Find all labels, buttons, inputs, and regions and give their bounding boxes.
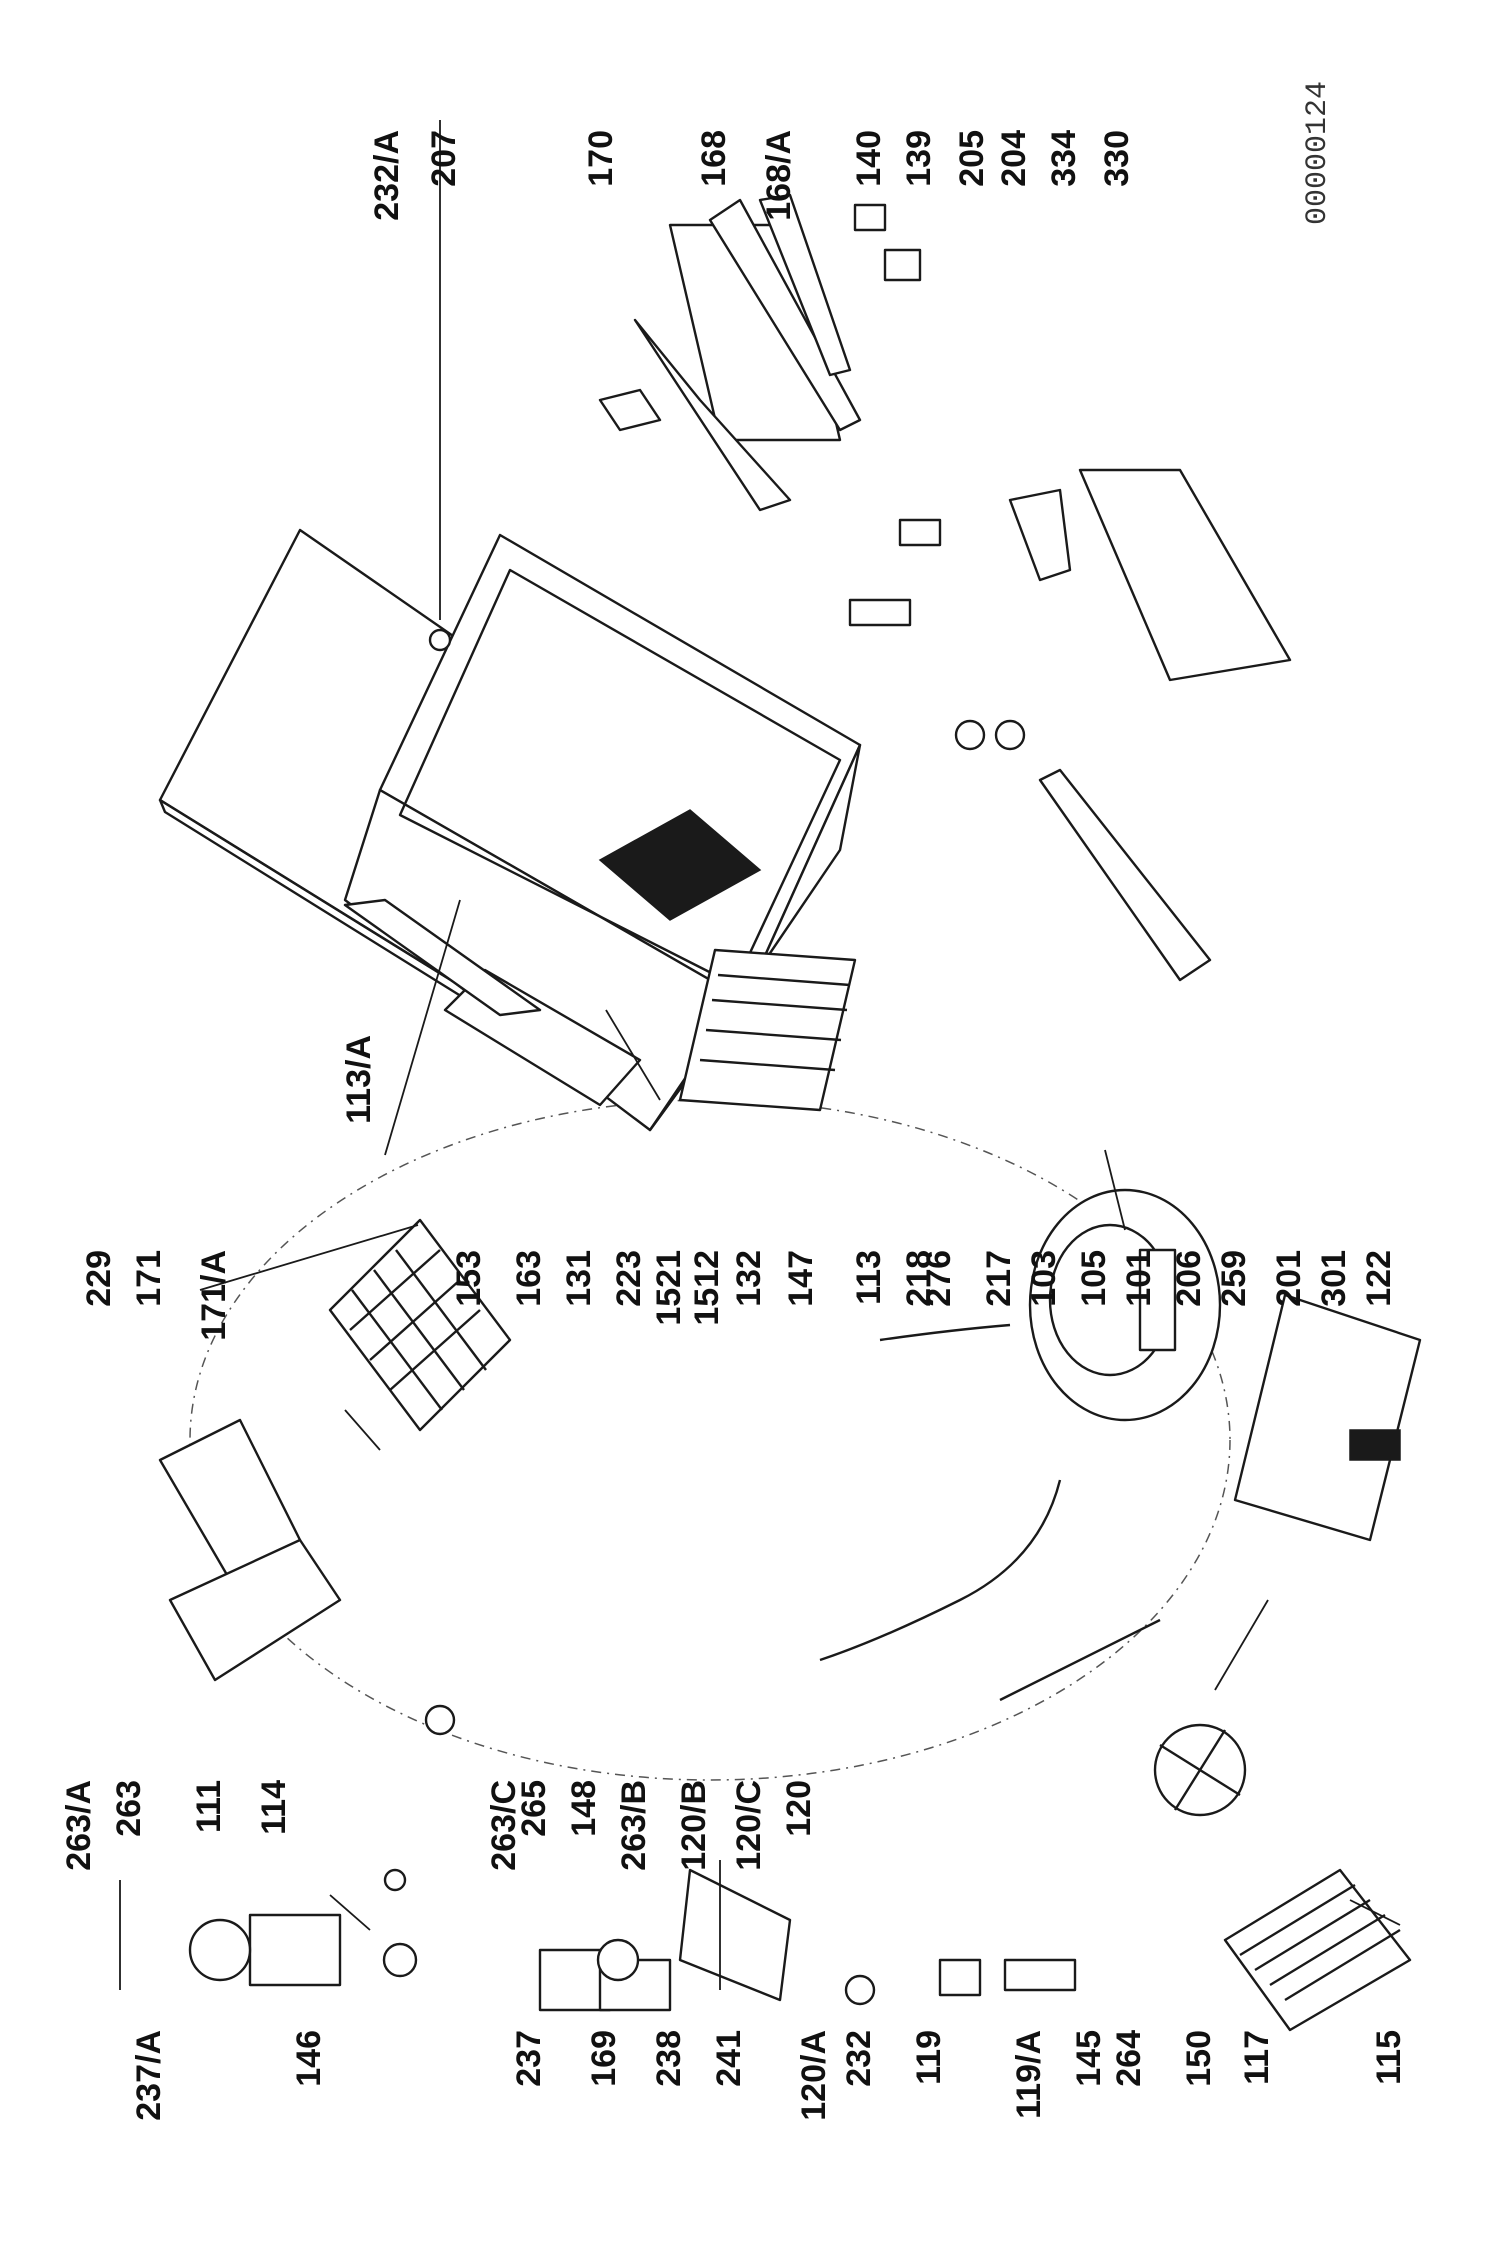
callout-117: 117 [1238, 2030, 1276, 2085]
callout-115: 115 [1370, 2030, 1408, 2085]
callout-163: 163 [510, 1250, 548, 1307]
callout-120-a: 120/A [795, 2030, 833, 2121]
callout-259: 259 [1215, 1250, 1253, 1307]
ice-grid-tray [328, 1218, 512, 1432]
callout-263: 263 [110, 1780, 148, 1837]
callout-263-c: 263/C [485, 1780, 523, 1871]
water-tube [819, 1479, 1062, 1662]
fan [1153, 1723, 1247, 1817]
callout-114: 114 [255, 1780, 293, 1835]
callout-263-b: 263/B [615, 1780, 653, 1871]
callout-265: 265 [515, 1780, 553, 1837]
callout-120: 120 [780, 1780, 818, 1837]
leader-lines [119, 120, 1401, 1990]
callout-205: 205 [953, 130, 991, 187]
callout-223: 223 [610, 1250, 648, 1307]
callout-146: 146 [290, 2030, 328, 2087]
callout-120-c: 120/C [730, 1780, 768, 1871]
callout-1512: 1512 [688, 1250, 726, 1326]
callout-139: 139 [900, 130, 938, 187]
callout-204: 204 [995, 130, 1033, 187]
front-grille [678, 948, 857, 1112]
callout-238: 238 [650, 2030, 688, 2087]
callout-334: 334 [1045, 130, 1083, 187]
callout-229: 229 [80, 1250, 118, 1307]
compressor [1028, 1188, 1222, 1422]
callout-147: 147 [782, 1250, 820, 1307]
callout-201: 201 [1270, 1250, 1308, 1307]
callout-330: 330 [1098, 130, 1136, 187]
callout-145: 145 [1070, 2030, 1108, 2087]
callout-140: 140 [850, 130, 888, 187]
callout-218: 218 [900, 1250, 938, 1307]
drive-assembly [188, 1868, 1077, 2012]
callout-1521: 1521 [650, 1250, 688, 1326]
callout-132: 132 [730, 1250, 768, 1307]
callout-206: 206 [1170, 1250, 1208, 1307]
callout-276: 276 [920, 1250, 958, 1307]
callout-101: 101 [1120, 1250, 1158, 1307]
callout-168: 168 [695, 130, 733, 187]
callout-103: 103 [1025, 1250, 1063, 1307]
callout-153: 153 [450, 1250, 488, 1307]
callout-217: 217 [980, 1250, 1018, 1307]
callout-232: 232 [840, 2030, 878, 2087]
callout-232-a: 232/A [368, 130, 406, 221]
callout-131: 131 [560, 1250, 598, 1307]
drain-tube [999, 1618, 1161, 1702]
evaporator-frame [168, 1538, 342, 1682]
callout-105: 105 [1075, 1250, 1113, 1307]
callout-113: 113 [850, 1250, 888, 1305]
callout-169: 169 [585, 2030, 623, 2087]
callout-207: 207 [425, 130, 463, 187]
cabinet-body [343, 533, 862, 1132]
callout-148: 148 [565, 1780, 603, 1837]
callout-119-a: 119/A [1010, 2030, 1048, 2119]
condenser-coil [1223, 1868, 1412, 2032]
callout-168-a: 168/A [760, 130, 798, 221]
callout-171: 171 [130, 1250, 168, 1307]
callout-171-a: 171/A [195, 1250, 233, 1341]
callout-237-a: 237/A [130, 2030, 168, 2121]
callout-119: 119 [910, 2030, 948, 2085]
callout-264: 264 [1110, 2030, 1148, 2087]
callout-170: 170 [582, 130, 620, 187]
callout-241: 241 [710, 2030, 748, 2087]
callout-122: 122 [1360, 1250, 1398, 1307]
callout-237: 237 [510, 2030, 548, 2087]
callout-113-a: 113/A [340, 1035, 378, 1124]
control-panels [598, 193, 942, 627]
callout-263-a: 263/A [60, 1780, 98, 1871]
callout-111: 111 [190, 1780, 228, 1833]
base-panels [1008, 468, 1422, 1542]
callout-150: 150 [1180, 2030, 1218, 2087]
parts-drawing [158, 193, 1422, 2032]
callout-120-b: 120/B [675, 1780, 713, 1871]
assembly-outline [189, 1099, 1231, 1781]
cabinet-vent-grid [598, 809, 762, 921]
document-id: 00000124 [1301, 81, 1335, 225]
callout-301: 301 [1315, 1250, 1353, 1307]
